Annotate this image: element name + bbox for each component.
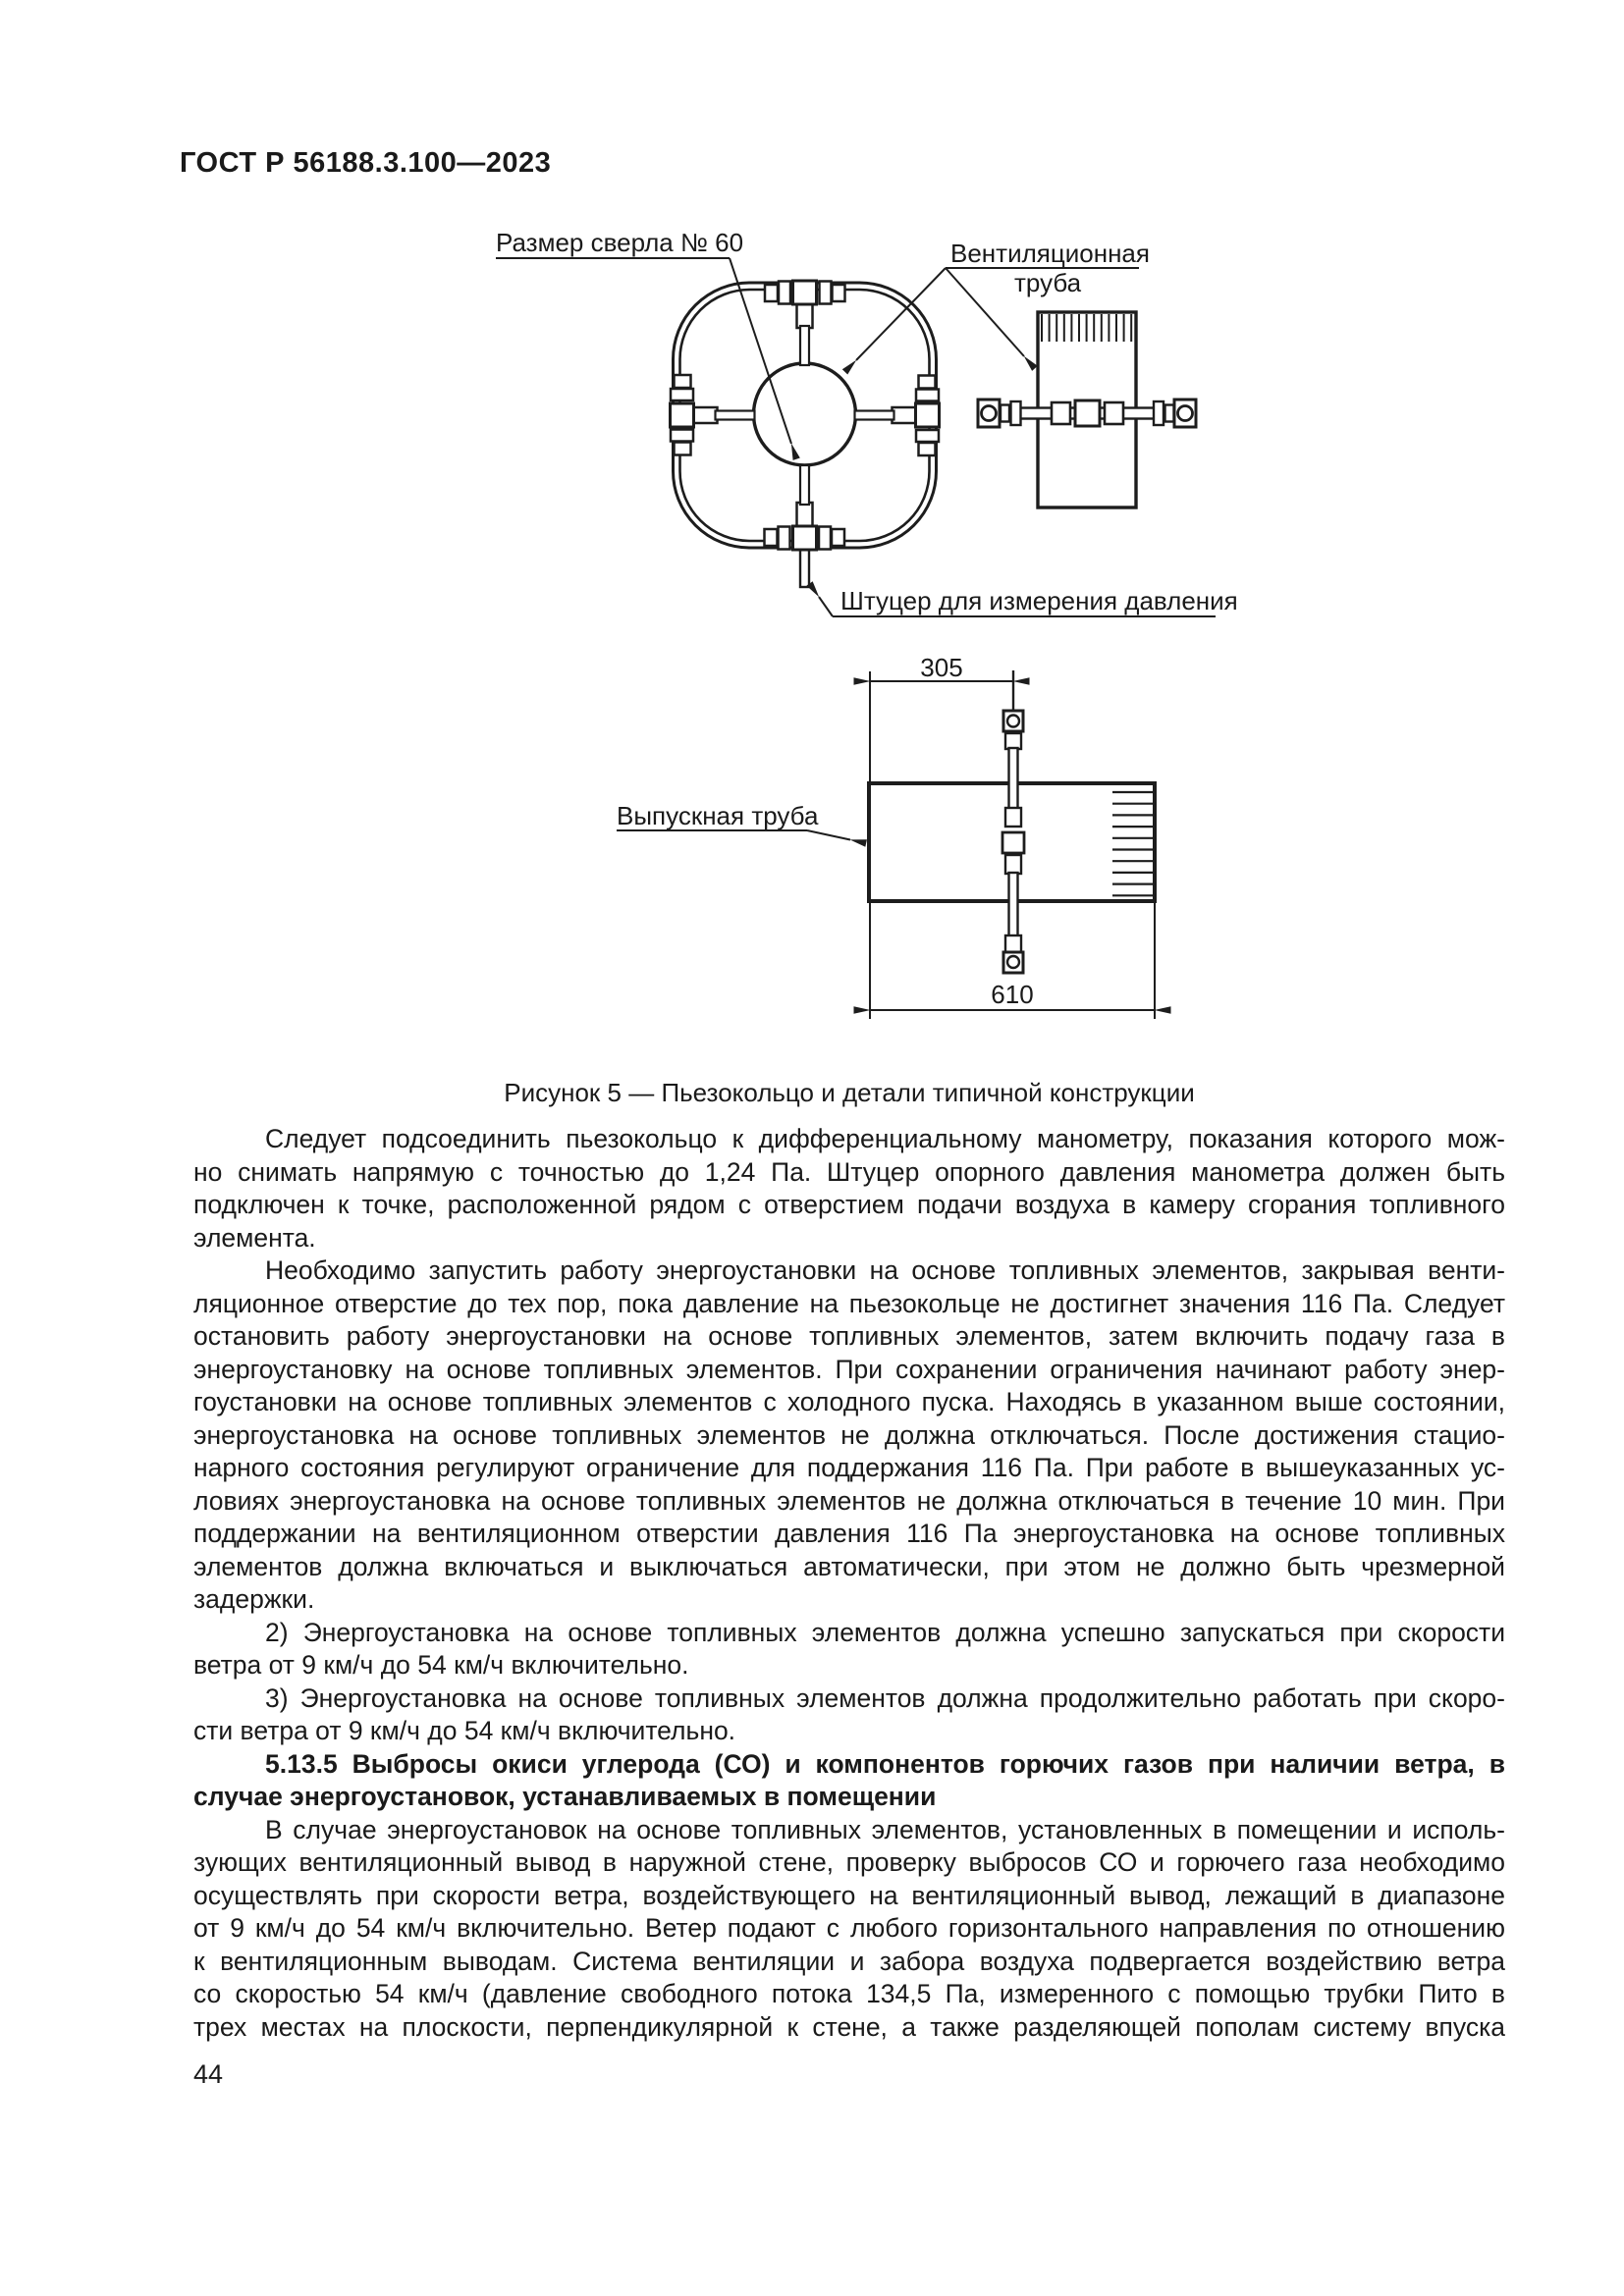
text-line: 3) Энергоустановка на основе топливных э… bbox=[265, 1682, 1505, 1713]
text-line: энергоустановка на основе топливных элем… bbox=[193, 1419, 1505, 1450]
text-line: но снимать напрямую с точностью до 1,24 … bbox=[193, 1156, 1505, 1187]
text-line: Необходимо запустить работу энергоустано… bbox=[265, 1255, 1505, 1285]
body-text: Следует подсоединить пьезокольцо к диффе… bbox=[193, 1123, 1505, 2044]
text-line: ловиях энергоустановка на основе топливн… bbox=[193, 1485, 1505, 1516]
figure-caption: Рисунок 5 — Пьезокольцо и детали типично… bbox=[504, 1078, 1195, 1107]
text-line: зующих вентиляционный вывод в наружной с… bbox=[193, 1847, 1505, 1877]
exhaust-pipe-drawing bbox=[617, 670, 1171, 1019]
text-line: Следует подсоединить пьезокольцо к диффе… bbox=[265, 1124, 1505, 1153]
label-vent-pipe-line2: труба bbox=[1014, 268, 1082, 297]
paragraph: Следует подсоединить пьезокольцо к диффе… bbox=[193, 1123, 1505, 1255]
document-header: ГОСТ Р 56188.3.100—2023 bbox=[180, 147, 552, 179]
text-line: ляционное отверстие до тех пор, пока дав… bbox=[193, 1288, 1505, 1318]
page-number: 44 bbox=[193, 2059, 224, 2089]
text-line: энергоустановку на основе топливных элем… bbox=[193, 1354, 1505, 1384]
text-line: трех местах на плоскости, перпендикулярн… bbox=[193, 2011, 1505, 2042]
piezo-ring-drawing bbox=[669, 279, 941, 589]
probe-rod-horizontal bbox=[976, 398, 1198, 429]
text-line: сти ветра от 9 км/ч до 54 км/ч включител… bbox=[193, 1716, 736, 1745]
figure-5-drawing: Размер сверла № 60 Вентиляционная труба … bbox=[496, 228, 1238, 1019]
paragraph: 5.13.5 Выбросы окиси углерода (СО) и ком… bbox=[193, 1748, 1505, 1814]
dimension-lines bbox=[853, 671, 1171, 1019]
text-line: задержки. bbox=[193, 1584, 315, 1614]
text-line: к вентиляционным выводам. Система вентил… bbox=[193, 1946, 1505, 1976]
text-line: подключен к точке, расположенной рядом с… bbox=[193, 1190, 1505, 1219]
figure-leaders-top bbox=[496, 257, 1216, 617]
text-line: от 9 км/ч до 54 км/ч включительно. Ветер… bbox=[193, 1913, 1505, 1943]
label-exhaust-pipe: Выпускная труба bbox=[617, 801, 819, 830]
text-line: осуществлять при скорости ветра, воздейс… bbox=[193, 1880, 1505, 1910]
vent-pipe-end-view bbox=[976, 310, 1198, 509]
label-vent-pipe-line1: Вентиляционная bbox=[950, 239, 1150, 268]
label-drill-size: Размер сверла № 60 bbox=[496, 228, 743, 257]
text-line: 5.13.5 Выбросы окиси углерода (СО) и ком… bbox=[265, 1748, 1505, 1779]
text-line: остановить работу энергоустановки на осн… bbox=[193, 1321, 1505, 1351]
text-line: поддержании на вентиляционном отверстии … bbox=[193, 1519, 1505, 1548]
text-line: элементов должна включаться и выключатьс… bbox=[193, 1551, 1505, 1581]
paragraph: 2) Энергоустановка на основе топливных э… bbox=[193, 1617, 1505, 1682]
paragraph: В случае энергоустановок на основе топли… bbox=[193, 1814, 1505, 2045]
label-pressure-tap: Штуцер для измерения давления bbox=[840, 586, 1238, 615]
text-line: 2) Энергоустановка на основе топливных э… bbox=[265, 1617, 1505, 1647]
text-line: случае энергоустановок, устанавливаемых … bbox=[193, 1782, 937, 1811]
paragraph: 3) Энергоустановка на основе топливных э… bbox=[193, 1682, 1505, 1748]
paragraph: Необходимо запустить работу энергоустано… bbox=[193, 1255, 1505, 1617]
text-line: элемента. bbox=[193, 1222, 316, 1253]
text-line: В случае энергоустановок на основе топли… bbox=[265, 1814, 1505, 1844]
probe-rod-vertical bbox=[1001, 670, 1026, 975]
text-line: нарного состояния регулируют ограничение… bbox=[193, 1453, 1505, 1482]
text-line: со скоростью 54 км/ч (давление свободног… bbox=[193, 1979, 1505, 2008]
dimension-610: 610 bbox=[991, 980, 1033, 1009]
dimension-305: 305 bbox=[920, 653, 962, 682]
text-line: ветра от 9 км/ч до 54 км/ч включительно. bbox=[193, 1650, 689, 1680]
text-line: гоустановки на основе топливных элементо… bbox=[193, 1387, 1505, 1416]
